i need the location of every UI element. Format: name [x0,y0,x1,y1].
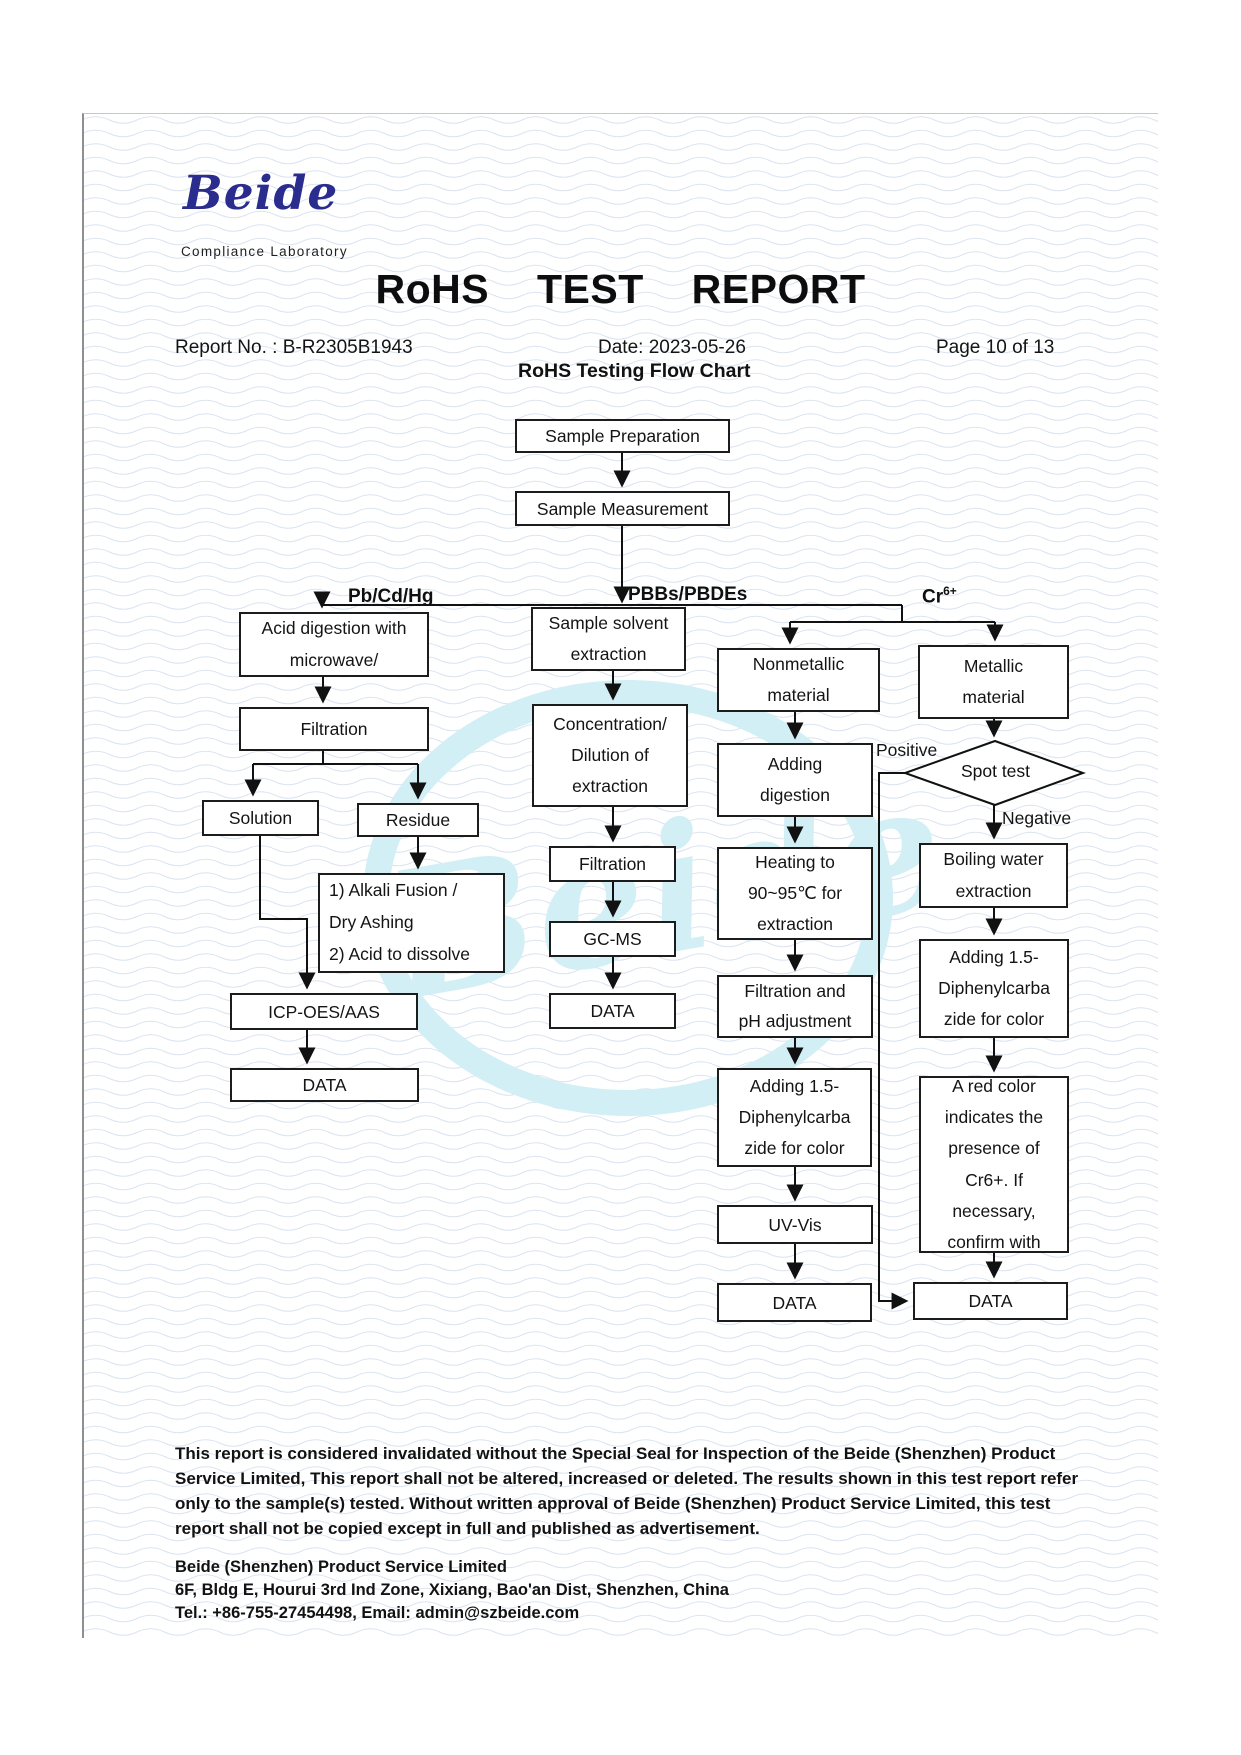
beide-logo: Beide [183,166,339,221]
negative-label: Negative [1002,808,1072,828]
node-sample-preparation: Sample Preparation [515,419,730,453]
branch-label-pbbs-pbdes: PBBs/PBDEs [628,584,748,605]
page-number: Page 10 of 13 [936,337,1055,358]
flow-chart-title: RoHS Testing Flow Chart [518,360,751,382]
node-data-uvvis: DATA [717,1283,872,1322]
node-residue: Residue [357,803,479,837]
report-number: Report No. : B-R2305B1943 [175,337,413,358]
node-solution: Solution [202,800,319,836]
node-uv-vis: UV-Vis [717,1205,873,1244]
branch-label-cr6: Cr6+ [922,584,957,608]
node-filtration-mid: Filtration [549,846,676,882]
node-filtration-left: Filtration [239,707,429,751]
branch-label-pb-cd-hg: Pb/Cd/Hg [348,586,434,607]
node-sample-measurement: Sample Measurement [515,491,730,526]
node-data-left: DATA [230,1068,419,1102]
company-address: Beide (Shenzhen) Product Service Limited… [175,1558,729,1622]
node-data-right: DATA [913,1282,1068,1320]
node-spot-test-label: Spot test [960,761,1031,781]
report-date: Date: 2023-05-26 [598,337,746,358]
node-icp-oes-aas: ICP-OES/AAS [230,993,418,1030]
logo-tagline: Compliance Laboratory [181,244,348,259]
node-data-mid: DATA [549,993,676,1029]
positive-label: Positive [876,740,938,760]
node-gc-ms: GC-MS [549,921,676,957]
report-title: RoHS TEST REPORT [375,266,866,312]
disclaimer-text: This report is considered invalidated wi… [175,1444,1079,1538]
